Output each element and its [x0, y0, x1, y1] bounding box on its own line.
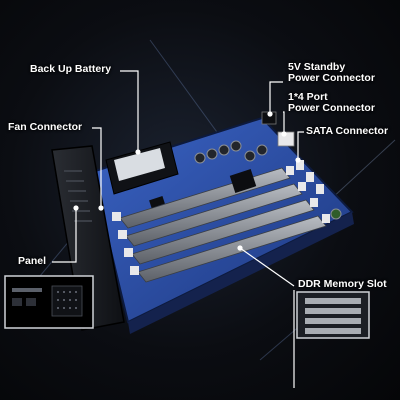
callout-standby-power-line2: Power Connector: [288, 72, 375, 84]
callout-port-power-connector: 1*4 Port Power Connector: [288, 92, 375, 114]
callout-port-power-line1: 1*4 Port: [288, 91, 328, 103]
memory-slot-closeup-inset: [296, 291, 370, 339]
sata-connectors: [296, 160, 324, 194]
battery-label-plate: [114, 148, 165, 181]
memory-slot: [137, 215, 327, 283]
memory-slot: [125, 183, 303, 247]
callout-leaders: [52, 70, 304, 388]
memory-slot: [131, 199, 315, 265]
panel-closeup-inset: [4, 275, 94, 329]
callout-fan-connector: Fan Connector: [8, 121, 83, 133]
callout-back-up-battery: Back Up Battery: [30, 63, 112, 75]
panel-vents: [64, 170, 92, 222]
callout-sata-connector: SATA Connector: [306, 125, 389, 137]
board-edge: [128, 212, 354, 334]
ddr-memory-slots: [112, 166, 330, 283]
callout-port-power-line2: Power Connector: [288, 102, 375, 114]
callout-standby-power-connector: 5V Standby Power Connector: [288, 62, 375, 84]
controller-chip: [229, 169, 257, 193]
capacitors: [194, 140, 342, 220]
callout-panel: Panel: [18, 255, 47, 267]
callout-standby-power-line1: 5V Standby: [288, 61, 346, 73]
small-chip: [149, 196, 165, 208]
callout-ddr-memory-slot: DDR Memory Slot: [298, 278, 387, 290]
